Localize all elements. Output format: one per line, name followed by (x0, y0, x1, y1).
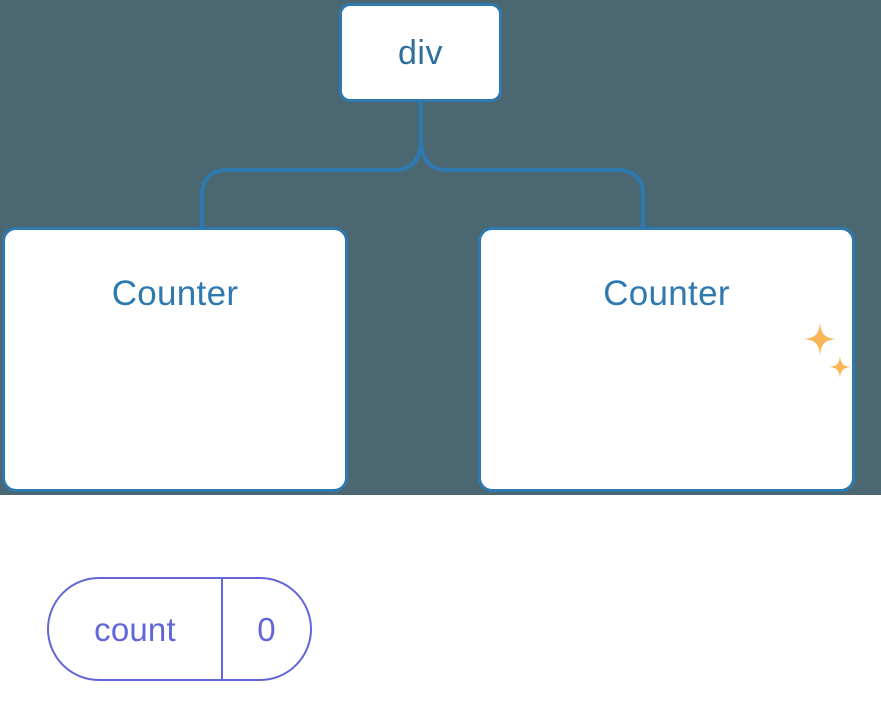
component-card-counter-left[interactable]: Counter count 0 (2, 227, 348, 681)
connector-branch-left (200, 136, 423, 230)
state-key: count (94, 610, 176, 648)
diagram-canvas: div Counter count 0 Counter count 1 (0, 0, 881, 681)
connector-branch-right (419, 136, 645, 230)
root-node-div[interactable]: div (339, 3, 502, 102)
component-title: Counter (603, 274, 730, 313)
state-pill[interactable]: count 0 (47, 577, 312, 681)
state-value: 0 (257, 610, 276, 648)
root-node-label: div (398, 33, 443, 72)
state-pill-container: count 0 (47, 574, 315, 684)
component-title: Counter (111, 274, 239, 313)
component-card-counter-right[interactable]: Counter count 1 (478, 227, 855, 492)
